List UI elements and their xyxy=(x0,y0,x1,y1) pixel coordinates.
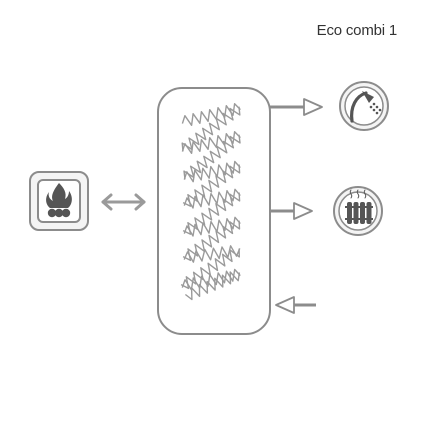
heat-exchanger-coil-icon xyxy=(180,103,241,301)
coil-segment xyxy=(183,134,241,180)
bidirectional-arrow xyxy=(101,193,146,211)
storage-tank xyxy=(157,87,271,335)
flame-icon xyxy=(46,183,72,208)
coil-segment xyxy=(183,245,241,263)
shower-icon xyxy=(339,81,389,131)
radiator-icon xyxy=(333,186,383,236)
diagram-title: Eco combi 1 xyxy=(316,22,398,39)
heat-source-stove xyxy=(29,171,89,231)
hot-water-outlet-pipe xyxy=(270,98,323,116)
heating-outlet-pipe xyxy=(270,202,313,220)
cold-water-inlet-pipe xyxy=(275,296,316,314)
fuel-logs-icon xyxy=(47,208,71,218)
coil-segment xyxy=(181,106,241,152)
coil-segment xyxy=(184,271,241,301)
coil-segment xyxy=(182,220,241,262)
